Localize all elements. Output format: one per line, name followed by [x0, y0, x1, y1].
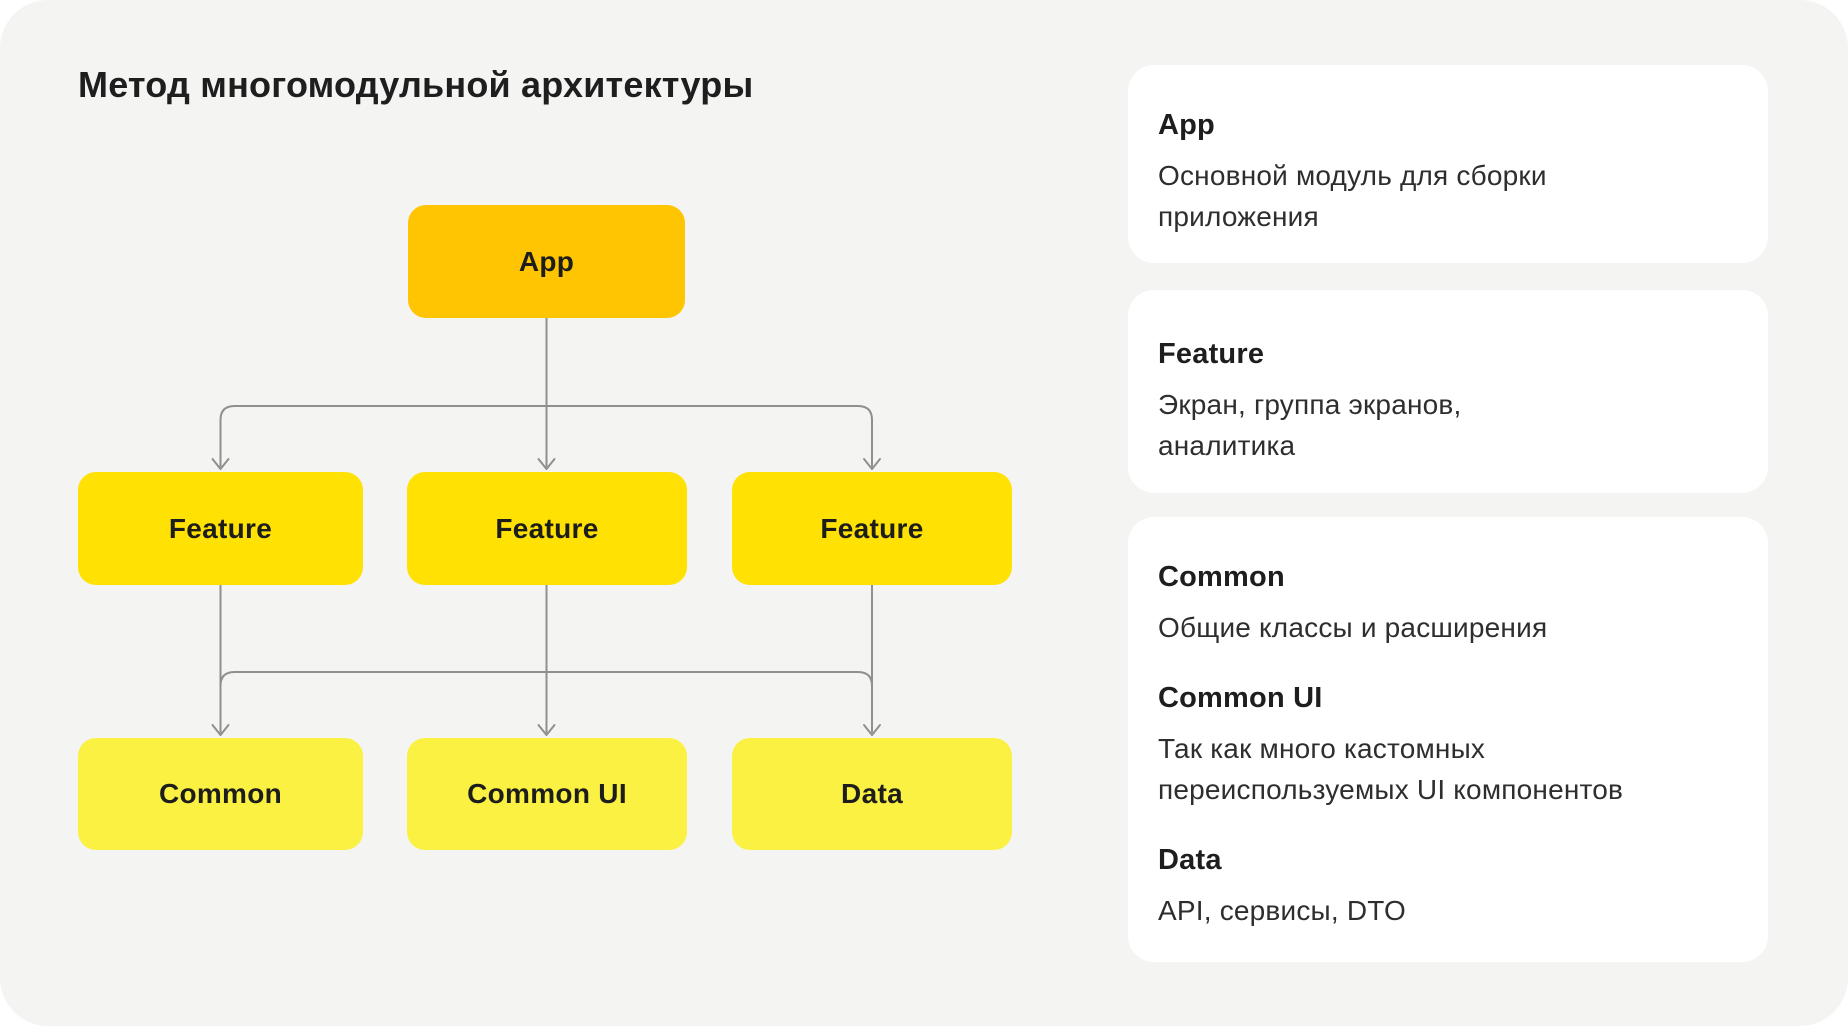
arrowhead-feature-1 [211, 458, 230, 470]
card-app-title: App [1158, 109, 1215, 141]
node-feature-2: Feature [407, 472, 687, 585]
node-common-label: Common [158, 778, 283, 809]
card-app-body: Основной модуль для сборки приложения [1158, 160, 1547, 232]
node-data-label: Data [841, 778, 903, 809]
node-app: App [408, 205, 685, 318]
card-common-body: Общие классы и расширения [1158, 612, 1548, 643]
card-common-ui-title: Common UI [1158, 682, 1323, 714]
node-common: Common [78, 738, 363, 850]
card-common-ui-body: Так как много кастомных переиспользуемых… [1158, 733, 1624, 805]
node-feature-3-label: Feature [820, 512, 924, 544]
arrowhead-data [863, 724, 881, 736]
arrowhead-common-ui [537, 724, 556, 736]
connector-features-to-modules [211, 584, 881, 736]
card-section-common: Common Общие классы и расширения [1158, 561, 1724, 648]
node-app-label: App [518, 245, 575, 277]
page-title: Метод многомодульной архитектуры [78, 64, 754, 105]
node-common-ui-label: Common UI [467, 778, 627, 809]
node-feature-2-label: Feature [495, 512, 599, 544]
arrowhead-feature-2 [537, 458, 556, 470]
arrowhead-common [211, 724, 230, 736]
connector-bottom-bus [219, 671, 873, 687]
node-feature-3: Feature [732, 472, 1012, 585]
card-section-common-ui: Common UI Так как много кастомных переис… [1158, 682, 1724, 810]
card-modules: Common Общие классы и расширения Common … [1128, 517, 1768, 962]
card-data-title: Data [1158, 844, 1222, 876]
connector-top-bus [219, 405, 873, 467]
card-feature: Feature Экран, группа экранов, аналитика [1128, 290, 1768, 493]
node-data: Data [732, 738, 1012, 850]
card-feature-title: Feature [1158, 338, 1265, 370]
node-feature-1-label: Feature [168, 512, 273, 544]
node-feature-1: Feature [78, 472, 363, 585]
connector-app-to-features [211, 317, 881, 470]
card-feature-body: Экран, группа экранов, аналитика [1158, 389, 1462, 461]
card-common-title: Common [1158, 561, 1285, 593]
card-section-data: Data API, сервисы, DTO [1158, 844, 1724, 931]
node-common-ui: Common UI [407, 738, 687, 850]
arrowhead-feature-3 [863, 458, 881, 470]
card-app: App Основной модуль для сборки приложени… [1128, 65, 1768, 263]
card-data-body: API, сервисы, DTO [1158, 895, 1407, 926]
